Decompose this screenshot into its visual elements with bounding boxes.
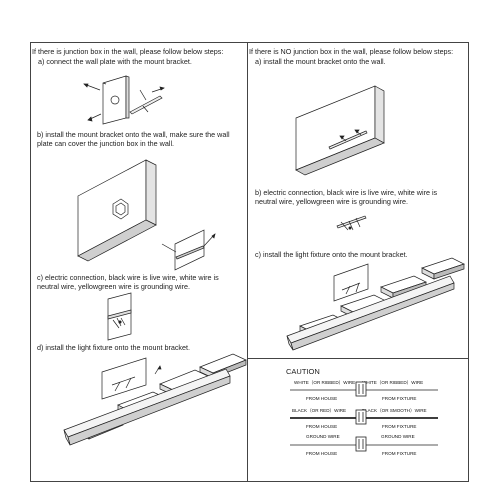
left-a-plate-bracket-figure xyxy=(83,75,165,125)
caution-row3-left-label: GROUND WIRE xyxy=(306,434,340,439)
caution-row1-right-label: WHITE（OR RIBBED）WIRE xyxy=(362,380,424,385)
caution-divider xyxy=(247,358,469,359)
caution-row3-right-label: GROUND WIRE xyxy=(381,434,415,439)
right-b-wiring-figure xyxy=(336,215,367,231)
left-b-wall-figure xyxy=(77,159,216,271)
caution-title: CAUTION xyxy=(286,367,320,376)
caution-row2-from-house: FROM HOUSE xyxy=(306,424,338,429)
right-step-b-line1: b) electric connection, black wire is li… xyxy=(255,188,438,197)
left-header: If there is junction box in the wall, pl… xyxy=(32,47,224,56)
left-d-fixture-figure xyxy=(63,353,247,446)
left-step-b-line2: plate can cover the junction box in the … xyxy=(37,139,175,148)
caution-row3-from-house: FROM HOUSE xyxy=(306,451,338,456)
caution-row1-from-fixture: FROM FIXTURE xyxy=(382,396,417,401)
caution-wiring-diagram xyxy=(290,381,438,452)
right-c-fixture-figure xyxy=(286,257,465,351)
caution-row3-from-fixture: FROM FIXTURE xyxy=(382,451,417,456)
caution-row2-from-fixture: FROM FIXTURE xyxy=(382,424,417,429)
right-step-b-line2: neutral wire, yellowgreen wire is ground… xyxy=(255,197,409,206)
left-c-wiring-figure xyxy=(107,292,132,341)
left-step-a: a) connect the wall plate with the mount… xyxy=(38,57,192,66)
caution-row1-from-house: FROM HOUSE xyxy=(306,396,338,401)
column-divider xyxy=(247,42,248,482)
right-header: If there is NO junction box in the wall,… xyxy=(249,47,454,56)
right-step-a: a) install the mount bracket onto the wa… xyxy=(255,57,386,66)
left-step-c-line1: c) electric connection, black wire is li… xyxy=(37,273,219,282)
left-step-d: d) install the light fixture onto the mo… xyxy=(37,343,191,352)
caution-row1-left-label: WHITE（OR RIBBED）WIRE xyxy=(294,380,356,385)
instruction-frame xyxy=(30,42,469,482)
left-step-c-line2: neutral wire, yellowgreen wire is ground… xyxy=(37,282,191,291)
caution-row2-right-label: BLACK（OR SMOOTH）WIRE xyxy=(362,408,427,413)
left-step-b-line1: b) install the mount bracket onto the wa… xyxy=(37,130,230,139)
right-a-bracket-figure xyxy=(295,85,385,176)
caution-row2-left-label: BLACK（OR RED）WIRE xyxy=(292,408,347,413)
right-step-c: c) install the light fixture onto the mo… xyxy=(255,250,408,259)
